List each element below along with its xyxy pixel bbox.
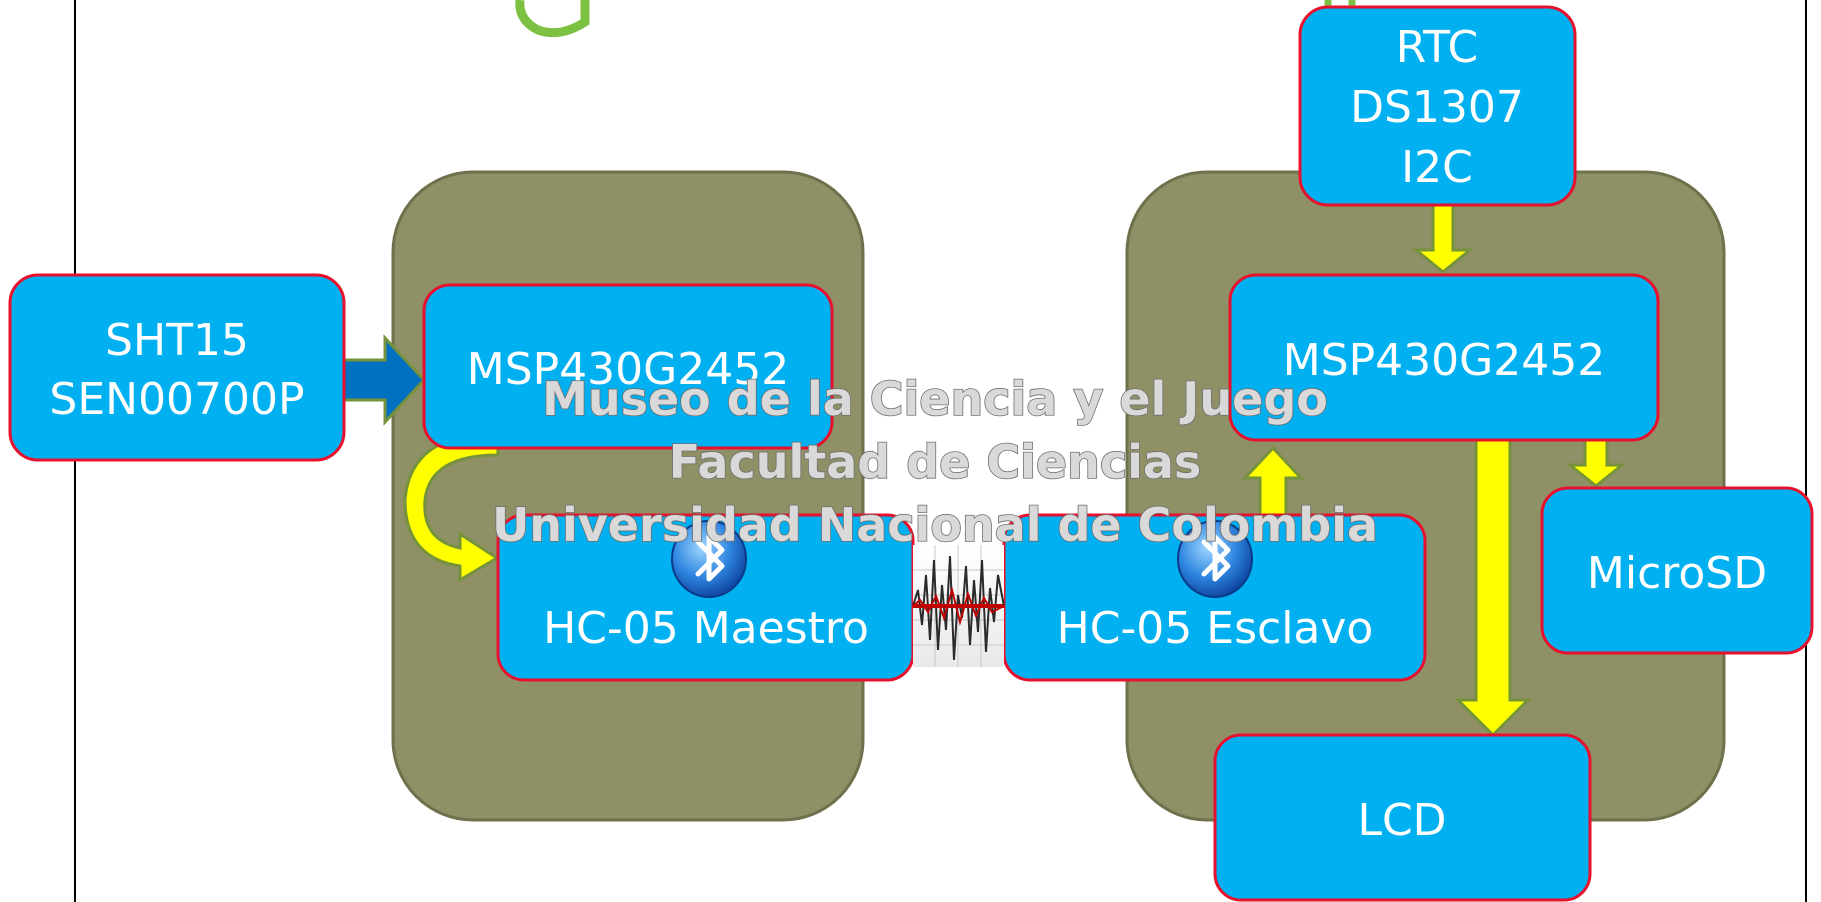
bluetooth-icon	[671, 520, 747, 598]
bluetooth-icon	[1177, 520, 1253, 598]
bt-slave-to-mcu-arrow	[1241, 445, 1305, 517]
rtc-part-number: DS1307	[1350, 82, 1524, 133]
lcd-block: LCD	[1213, 733, 1592, 902]
rtc-to-mcu-arrow	[1411, 203, 1475, 274]
watermark: Museo de la Ciencia y el Juego Facultad …	[491, 371, 1379, 553]
rtc-bus: I2C	[1401, 142, 1473, 193]
lcd-label: LCD	[1357, 795, 1446, 846]
module-panel-left	[391, 170, 865, 822]
title-glyph-fragment	[515, 0, 590, 38]
sensor-name: SHT15	[105, 315, 249, 366]
rtc-name: RTC	[1396, 22, 1478, 73]
mcu-right-label: MSP430G2452	[1283, 335, 1605, 386]
microsd-label: MicroSD	[1587, 548, 1767, 599]
radio-waveform-icon	[912, 545, 1005, 667]
bt-master-label: HC-05 Maestro	[543, 603, 869, 654]
watermark-university: Universidad Nacional de Colombia	[492, 498, 1378, 552]
mcu-to-lcd-arrow	[1454, 438, 1532, 738]
sensor-part-number: SEN00700P	[49, 374, 304, 425]
mcu-to-microsd-arrow	[1565, 438, 1627, 488]
microsd-block: MicroSD	[1540, 486, 1814, 655]
mcu-right-block: MSP430G2452	[1228, 273, 1660, 442]
mcu-to-bt-curved-arrow	[403, 431, 500, 583]
watermark-faculty: Facultad de Ciencias	[669, 435, 1202, 489]
sensor-block: SHT15 SEN00700P	[8, 273, 346, 462]
sensor-to-mcu-arrow	[341, 334, 427, 426]
mcu-left-block: MSP430G2452	[422, 283, 834, 450]
watermark-museum: Museo de la Ciencia y el Juego	[542, 372, 1328, 426]
bt-slave-label: HC-05 Esclavo	[1057, 603, 1374, 654]
rtc-block: RTC DS1307 I2C	[1298, 5, 1577, 207]
mcu-left-label: MSP430G2452	[467, 344, 789, 395]
